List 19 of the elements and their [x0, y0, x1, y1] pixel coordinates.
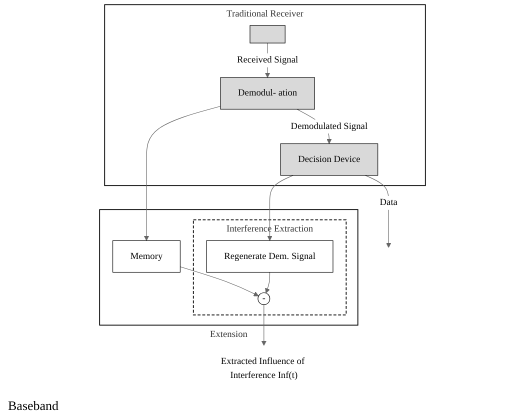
edge-label: Demodulated Signal	[290, 121, 368, 132]
node-box: Regenerate Dem. Signal	[206, 240, 334, 273]
edge-label: Data	[380, 198, 398, 208]
node-circle: -	[258, 292, 270, 305]
arrow	[144, 106, 221, 241]
node-box: Memory	[112, 240, 180, 273]
node-box: Demodul- ation	[220, 77, 315, 110]
edge-label: Received Signal	[236, 55, 298, 65]
arrow	[261, 304, 266, 346]
node-label: Extension	[210, 329, 248, 340]
arrow	[364, 175, 392, 248]
note-text: Baseband	[8, 398, 60, 414]
cluster	[99, 209, 358, 326]
node-box	[250, 25, 286, 44]
arrow	[267, 175, 294, 241]
arrow	[180, 266, 259, 296]
node-text: Extracted Influence of Interference Inf(t)	[220, 356, 305, 380]
node-box: Decision Device	[280, 143, 378, 176]
arrow	[265, 272, 270, 294]
